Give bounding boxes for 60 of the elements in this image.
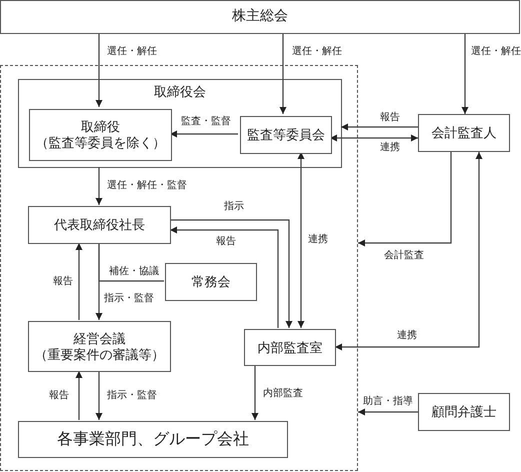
arrow <box>170 130 238 138</box>
double-arrow <box>335 152 482 350</box>
process-box <box>418 114 510 152</box>
arrow <box>462 34 468 114</box>
process-box <box>418 393 510 431</box>
edge-label: 報告 <box>52 276 74 288</box>
arrow <box>358 152 452 246</box>
arrow <box>76 243 82 320</box>
node-label: 監査等委員会 <box>246 127 326 143</box>
edge-label: 選任・解任・監督 <box>106 180 188 192</box>
edge-label: 指示・監督 <box>103 293 155 305</box>
edge-label: 報告 <box>379 112 401 124</box>
edge-label: 助言・指導 <box>362 396 414 408</box>
edge-label: 報告 <box>215 236 237 248</box>
arrow <box>96 167 102 205</box>
node-label: 会計監査人 <box>430 125 498 141</box>
arrow <box>96 243 102 320</box>
edge-label: 指示・監督 <box>106 390 158 402</box>
arrow <box>341 124 418 130</box>
group-heading: 取締役会 <box>153 84 207 100</box>
process-box <box>240 116 332 154</box>
edge-label: 選任・解任 <box>470 46 521 58</box>
double-arrow <box>330 134 418 142</box>
edge-label: 選任・解任 <box>291 46 343 58</box>
node-label: 内部監査室 <box>256 340 324 356</box>
edge-label: 指示 <box>223 201 245 213</box>
edge-label: 監査・監督 <box>180 116 232 128</box>
assembly-box <box>0 0 520 34</box>
arrow <box>358 408 418 416</box>
node-label: 株主総会 <box>231 9 289 25</box>
arrow <box>76 371 82 420</box>
process-box <box>29 109 172 161</box>
edge-label: 補佐・協議 <box>108 266 160 278</box>
process-box <box>18 421 288 458</box>
node-label: 取締役（監査等委員を除く） <box>34 119 166 151</box>
node-label: 常務会 <box>190 274 232 290</box>
edge-label: 内部監査 <box>262 388 304 400</box>
edge-label: 連携 <box>307 234 329 246</box>
edge-label: 報告 <box>48 390 70 402</box>
board-group-box <box>18 79 342 168</box>
edge-label: 会計監査 <box>383 250 425 262</box>
process-box <box>28 206 171 244</box>
process-box <box>165 263 257 301</box>
arrow <box>96 34 102 107</box>
arrow <box>280 34 286 114</box>
node-label: 顧問弁護士 <box>430 404 498 420</box>
process-box <box>244 329 336 366</box>
node-label: 各事業部門、グループ会社 <box>56 432 250 448</box>
arrow <box>170 219 292 328</box>
edge-label: 選任・解任 <box>106 46 158 58</box>
dotted-region <box>0 65 358 471</box>
arrow <box>96 371 102 420</box>
edge-label: 連携 <box>379 142 401 154</box>
edge-label: 連携 <box>396 330 418 342</box>
arrow <box>252 365 258 420</box>
node-label: 代表取締役社長 <box>53 217 146 233</box>
double-arrow <box>298 152 304 328</box>
process-box <box>28 321 171 372</box>
node-label: 経営会議（重要案件の審議等） <box>34 330 166 362</box>
arrow <box>170 226 279 328</box>
